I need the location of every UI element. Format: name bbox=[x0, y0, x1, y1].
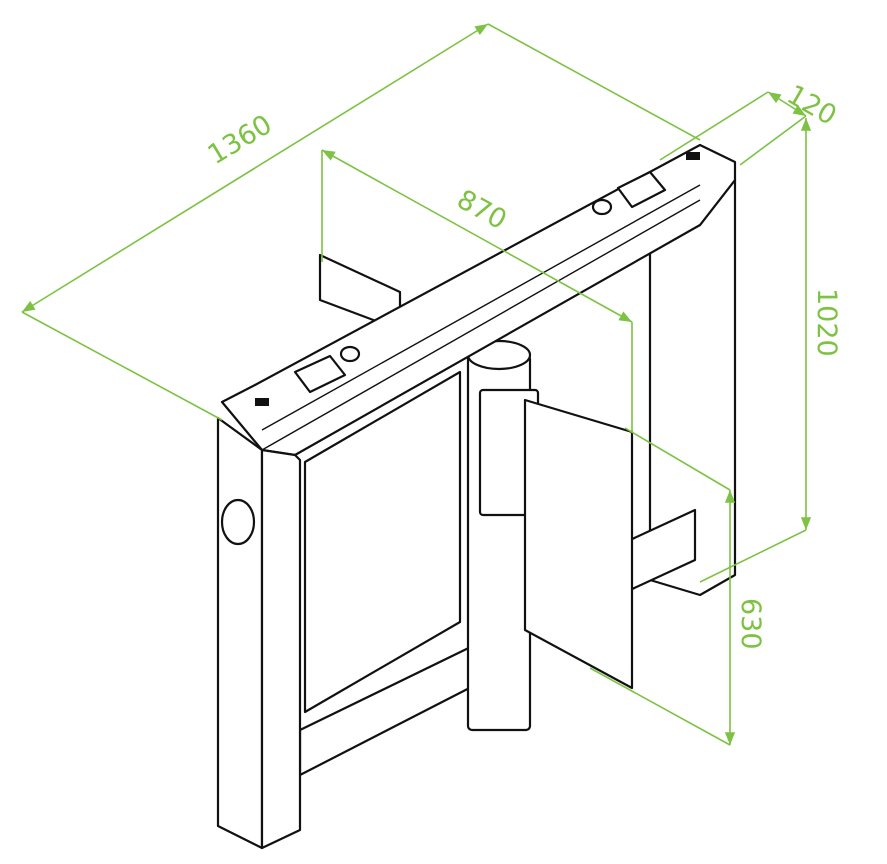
indicator-right bbox=[591, 198, 613, 216]
dim-870-label: 870 bbox=[452, 184, 512, 236]
dim-1020-label: 1020 bbox=[811, 288, 842, 357]
card-reader-left bbox=[293, 354, 347, 394]
left-glass-panel bbox=[303, 370, 462, 714]
led-left bbox=[255, 398, 269, 406]
dim-120-label: 120 bbox=[782, 79, 842, 132]
indicator-left bbox=[339, 345, 361, 363]
dim-630-label: 630 bbox=[735, 598, 766, 650]
left-pillar-front bbox=[260, 448, 302, 850]
sensor-window bbox=[220, 498, 256, 546]
dim-630: 630 bbox=[589, 427, 766, 746]
right-glass-panel bbox=[523, 398, 634, 690]
led-right bbox=[686, 152, 700, 160]
left-pillar-side bbox=[216, 416, 264, 850]
dim-1020: 1020 bbox=[699, 118, 842, 583]
